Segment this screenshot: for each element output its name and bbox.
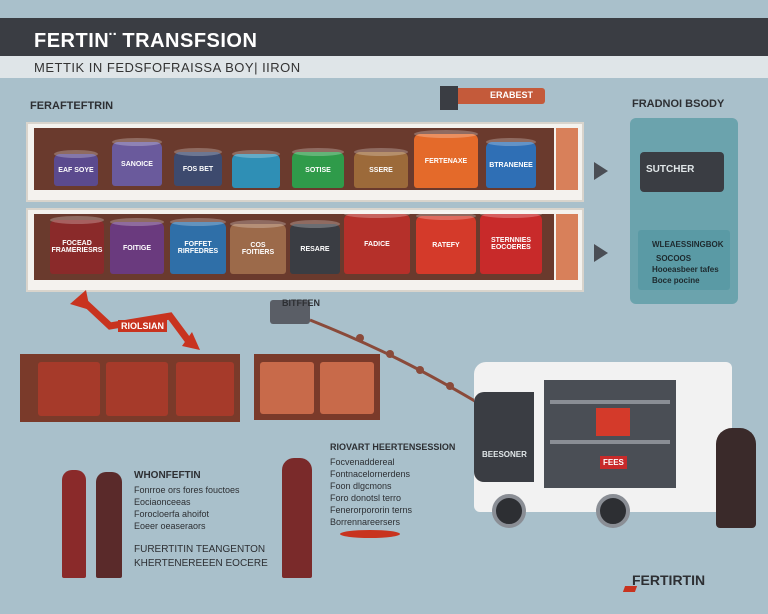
right-section-label: FRADNOI BSODY xyxy=(632,98,725,110)
can-bottom-8: STERNNIES EOCOERES xyxy=(480,210,542,274)
left-note-line: Forocloerfa ahoifot xyxy=(134,509,210,519)
can-top-5: SOTISE xyxy=(292,148,344,188)
arrow-right-icon xyxy=(594,244,608,262)
valve-handle-icon xyxy=(440,86,458,110)
pipe-connector xyxy=(270,300,310,324)
left-note-line: Eoeer oeaseraors xyxy=(134,521,206,531)
can-top-3: FOS BET xyxy=(174,148,222,186)
can-bottom-4: COS FOITIERS xyxy=(230,220,286,274)
middle-label: BITFFEN xyxy=(282,298,320,308)
footer-left-line: FURERTITIN TEANGENTON xyxy=(134,544,266,555)
can-bottom-5: RESARE xyxy=(290,220,340,274)
truck-cab-window xyxy=(474,392,534,482)
truck-wheel xyxy=(492,494,526,528)
can-bottom-1: FOCEAD FRAMERIESRS xyxy=(50,216,104,274)
crate xyxy=(38,362,100,416)
can-bottom-2: FOITIGE xyxy=(110,218,164,274)
person-figure xyxy=(282,458,312,578)
valve-label: ERABEST xyxy=(490,90,534,100)
can-top-1: EAF SOYE xyxy=(54,150,98,186)
truck-shelf xyxy=(550,400,670,404)
subtitle-bar xyxy=(0,56,768,78)
truck-wheel xyxy=(596,494,630,528)
left-section-label: FERAFTEFTRIN xyxy=(30,100,114,112)
top-shelf-side xyxy=(556,128,578,190)
red-arrow-label: RIOLSIAN xyxy=(118,320,168,332)
arrow-right-icon xyxy=(594,162,608,180)
can-top-7: FERTENAXE xyxy=(414,130,478,188)
can-bottom-6: FADICE xyxy=(344,210,410,274)
machine-panel-title: WLEAESSINGBOK xyxy=(652,240,724,249)
logo-mark-icon xyxy=(622,586,638,592)
machine-panel-line: SOCOOS xyxy=(656,254,692,263)
can-top-8: BTRANENEE xyxy=(486,138,536,188)
left-note-line: Eociaonceeas xyxy=(134,497,191,507)
center-note-title: RIOVART HEERTENSESSION xyxy=(330,442,456,452)
page-title: FERTIN¨ TRANSFSION xyxy=(34,30,258,52)
machine-screen-label: SUTCHER xyxy=(646,164,695,175)
center-note-line: Fenerorpororin terns xyxy=(330,505,413,515)
center-note-line: Fontnacelornerdens xyxy=(330,469,411,479)
can-bottom-3: FOFFET RIRFEDRES xyxy=(170,218,226,274)
can-top-2: SANOICE xyxy=(112,138,162,186)
center-note-line: Foon dlgcmons xyxy=(330,481,392,491)
cargo-box xyxy=(596,408,630,436)
footer-left-line: KHERTENEREEEN EOCERE xyxy=(134,558,268,569)
machine-panel-line: Boce pocine xyxy=(652,276,700,285)
can-top-4 xyxy=(232,150,280,188)
machine-panel-line: Hooeasbeer tafes xyxy=(652,265,719,274)
machine-panel xyxy=(638,230,730,290)
center-note-line: Foro donotsl terro xyxy=(330,493,402,503)
person-figure xyxy=(716,428,756,528)
bottom-shelf-side xyxy=(556,214,578,280)
brand-logo-text: FERTIRTIN xyxy=(632,572,706,588)
truck-sign: FEES xyxy=(600,456,627,469)
left-note-line: Fonrroe ors fores fouctoes xyxy=(134,485,240,495)
crate xyxy=(176,362,234,416)
truck-label: BEESONER xyxy=(482,450,527,459)
person-figure xyxy=(62,470,86,578)
person-figure xyxy=(96,472,122,578)
crate xyxy=(320,362,374,414)
left-note-title: WHONFEFTIN xyxy=(134,470,201,481)
red-disc xyxy=(340,530,400,538)
can-bottom-7: RATEFY xyxy=(416,212,476,274)
can-top-6: SSERE xyxy=(354,148,408,188)
crate xyxy=(260,362,314,414)
center-note-line: Borrennareersers xyxy=(330,517,401,527)
pipe-chain-icon xyxy=(309,318,491,412)
top-valve xyxy=(455,88,545,104)
crate xyxy=(106,362,168,416)
truck-shelf xyxy=(550,440,670,444)
center-note-line: Focvenaddereal xyxy=(330,457,395,467)
page-subtitle: METTIK IN FEDSFOFRAISSA BOY| IIRON xyxy=(34,60,301,75)
machine-screen xyxy=(640,152,724,192)
